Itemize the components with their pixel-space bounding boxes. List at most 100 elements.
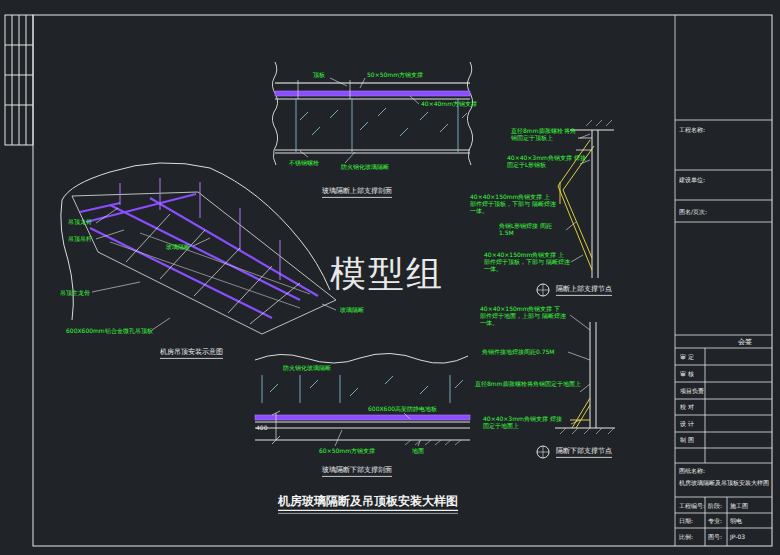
- lower-node-detail-part: [555, 322, 615, 428]
- title-block-cell: 日期:: [679, 517, 693, 524]
- heading-underline: [278, 510, 458, 511]
- callout-note: 40×40×3mm角钢支撑 焊接固定于地面上: [483, 415, 565, 429]
- lower-section-drawing: [255, 353, 470, 446]
- ceiling-perspective-drawing-part: [72, 192, 336, 334]
- view-heading: 机房吊顶安装示意图: [160, 348, 223, 356]
- callout-note: 40×40×3mm角钢支撑 焊接固定于L形钢板: [507, 154, 589, 168]
- ceiling-perspective-drawing-part: [126, 214, 300, 324]
- title-block-cell: 图名/页次:: [679, 208, 707, 215]
- detail-heading: 隔断下部支撑节点: [556, 447, 612, 455]
- callout-note: 40×40mm方钢支撑: [421, 100, 477, 107]
- sheet-frame: [5, 15, 772, 546]
- section-heading: 玻璃隔断上部支撑剖面: [322, 187, 392, 195]
- lower-section-drawing-part: [272, 411, 280, 444]
- upper-node-detail-part: [586, 120, 612, 126]
- title-block-cell: 工程名称:: [679, 126, 705, 133]
- title-block-cell: 项目负责: [680, 387, 704, 394]
- detail-heading: 隔断上部支撑节点: [556, 285, 612, 293]
- heading-underline: [322, 476, 392, 477]
- callout-note: 不锈钢螺栓: [289, 159, 319, 166]
- callout-note: 玻璃隔断: [340, 306, 364, 313]
- callout-note: 直径8mm膨胀螺栓 将角钢固定于顶板上: [511, 127, 579, 141]
- heading-underline: [278, 513, 458, 514]
- lower-section-drawing-part: [270, 376, 463, 396]
- upper-node-detail-part: [566, 134, 590, 262]
- callout-note: 600X600高架防静电地板: [368, 405, 437, 412]
- lower-node-detail-part: [568, 315, 590, 424]
- drawing-title: 机房玻璃隔断及吊顶板安装大样图: [278, 494, 458, 508]
- callout-note: 60×50mm方钢支撑: [319, 447, 375, 454]
- heading-underlines: [160, 197, 612, 513]
- title-block-cell: 审 核: [680, 370, 694, 377]
- title-block-cell: 施工图: [730, 502, 748, 509]
- lower-node-detail-part: [537, 446, 549, 458]
- title-block-cell: 弱电: [730, 517, 742, 524]
- lower-node-detail-part: [570, 398, 590, 428]
- heading-underline: [160, 358, 223, 359]
- sheet-frame-part: [5, 15, 33, 145]
- ceiling-perspective-drawing-part: [110, 233, 310, 308]
- callout-note: 玻璃隔断: [166, 243, 190, 250]
- callout-note: 40×40×150mm角钢支撑 上部件焊于顶板，下部与 隔断焊连一体。: [470, 193, 556, 215]
- ceiling-perspective-drawing-part: [92, 208, 336, 330]
- ceiling-perspective-drawing-part: [62, 163, 330, 290]
- lower-section-drawing-part: [255, 422, 470, 440]
- title-block-cell: 阶段:: [708, 502, 722, 509]
- upper-section-drawing-part: [275, 83, 470, 84]
- title-block-cell: 比例:: [679, 533, 693, 540]
- title-block-cell: 图号:: [708, 533, 722, 540]
- callout-note: 50×50mm方钢支撑: [367, 71, 423, 78]
- heading-underline: [556, 295, 612, 296]
- title-block-grid-part: [675, 15, 676, 546]
- callout-note: 40×40×150mm角钢支撑 下部件焊于地面，上部与 隔断焊连一体。: [480, 305, 566, 327]
- upper-node-detail-part: [537, 284, 549, 296]
- title-block-cell: 校 对: [680, 403, 694, 410]
- lower-section-drawing-part: [255, 353, 468, 363]
- title-block-grid-part: [675, 120, 772, 528]
- title-block-cell: 建设单位:: [679, 176, 705, 183]
- upper-node-detail-part: [576, 138, 592, 150]
- ceiling-perspective-drawing-part: [80, 194, 318, 318]
- upper-section-drawing-part: [275, 99, 470, 153]
- lower-section-drawing-part: [262, 375, 450, 403]
- upper-node-detail: [537, 120, 614, 296]
- watermark: 模型组: [330, 252, 444, 295]
- title-block-cell: 制 图: [680, 436, 694, 443]
- heading-underline: [322, 197, 392, 198]
- section-heading: 玻璃隔断下部支撑剖面: [322, 466, 392, 474]
- callout-note: 地面: [412, 447, 424, 454]
- callout-note: 角钢件接地焊接间距0.75M: [482, 348, 555, 355]
- upper-section-drawing-part: [275, 91, 470, 96]
- lower-section-drawing-part: [405, 440, 461, 445]
- dimension: 400: [256, 424, 267, 431]
- lower-node-detail-part: [560, 428, 614, 434]
- upper-section-drawing-part: [300, 78, 419, 163]
- callout-note: 吊顶龙骨: [68, 218, 92, 225]
- lower-node-detail-part: [537, 446, 549, 458]
- callout-note: 顶板: [313, 71, 325, 78]
- upper-node-detail-part: [570, 130, 614, 278]
- title-block-grid: [675, 15, 772, 546]
- title-block-cell: 图纸名称:: [679, 467, 705, 474]
- title-block-cell: 会签: [738, 338, 752, 346]
- callout-note: 角钢L形钢焊接 间距1.5M: [499, 222, 563, 236]
- callout-note: 40×40×150mm角钢支撑 上部件焊于顶板，下部与 隔断焊连一体。: [484, 251, 570, 273]
- upper-node-detail-part: [537, 284, 549, 296]
- callout-note: 防火钢化玻璃隔断: [283, 364, 331, 371]
- lower-section-drawing-part: [255, 415, 470, 420]
- callout-note: 防火钢化玻璃隔断: [341, 163, 389, 170]
- callout-note: 吊顶主龙骨: [60, 289, 90, 296]
- upper-section-drawing-part: [300, 108, 467, 136]
- heading-underline: [556, 457, 612, 458]
- sheet-frame-part: [33, 15, 772, 546]
- title-block-grid-part: [705, 348, 727, 546]
- title-block-cell: 设 计: [680, 420, 694, 427]
- title-block-cell: 审 定: [680, 353, 694, 360]
- upper-section-drawing-part: [298, 80, 350, 99]
- title-block-cell: 机房玻璃隔断及吊顶板安装大样图: [679, 479, 771, 486]
- title-block-cell: 工程编号:: [679, 502, 705, 509]
- ceiling-perspective-drawing-part: [120, 178, 280, 280]
- callout-note: 600X600mm铝合金微孔吊顶板: [66, 327, 153, 334]
